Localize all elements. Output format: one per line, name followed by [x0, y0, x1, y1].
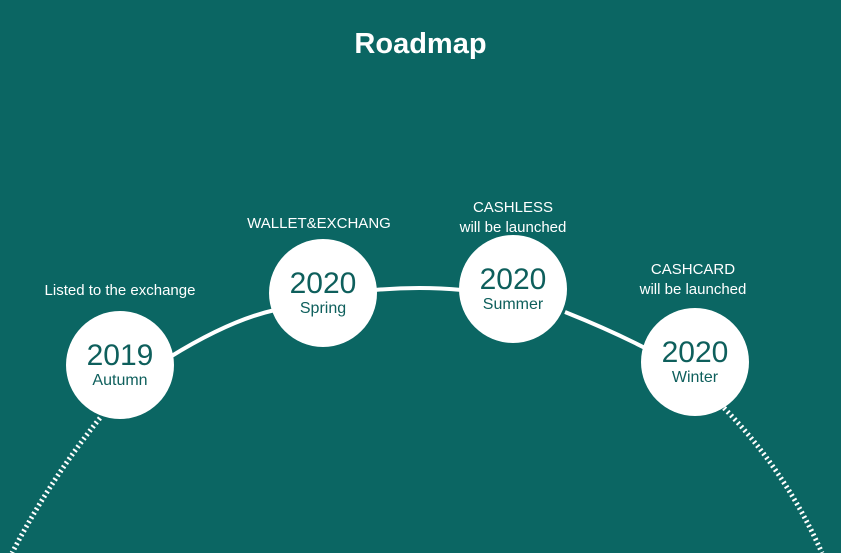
milestone-year: 2020 [289, 267, 357, 300]
dotted-arc-left [9, 416, 102, 553]
milestone-caption: Listed to the exchange [44, 282, 196, 299]
page-title: Roadmap [354, 28, 487, 60]
milestone-season: Summer [482, 296, 544, 313]
milestone-caption: CASHLESS will be launched [459, 199, 567, 236]
milestone-season: Winter [671, 369, 719, 386]
milestone-year: 2020 [479, 263, 547, 296]
milestone-node-2019-autumn: 2019 Autumn [66, 311, 174, 419]
milestone-caption: CASHCARD will be launched [639, 261, 747, 298]
milestone-caption: WALLET&EXCHANG [247, 215, 391, 232]
milestone-year: 2020 [661, 336, 729, 369]
milestone-season: Autumn [92, 372, 148, 389]
milestone-node-2020-summer: 2020 Summer [459, 235, 567, 343]
dotted-arc-right [722, 406, 825, 553]
milestone-year: 2019 [86, 339, 154, 372]
milestone-node-2020-winter: 2020 Winter [641, 308, 749, 416]
solid-arc [168, 286, 646, 359]
milestone-season: Spring [299, 300, 347, 317]
milestone-node-2020-spring: 2020 Spring [269, 239, 377, 347]
